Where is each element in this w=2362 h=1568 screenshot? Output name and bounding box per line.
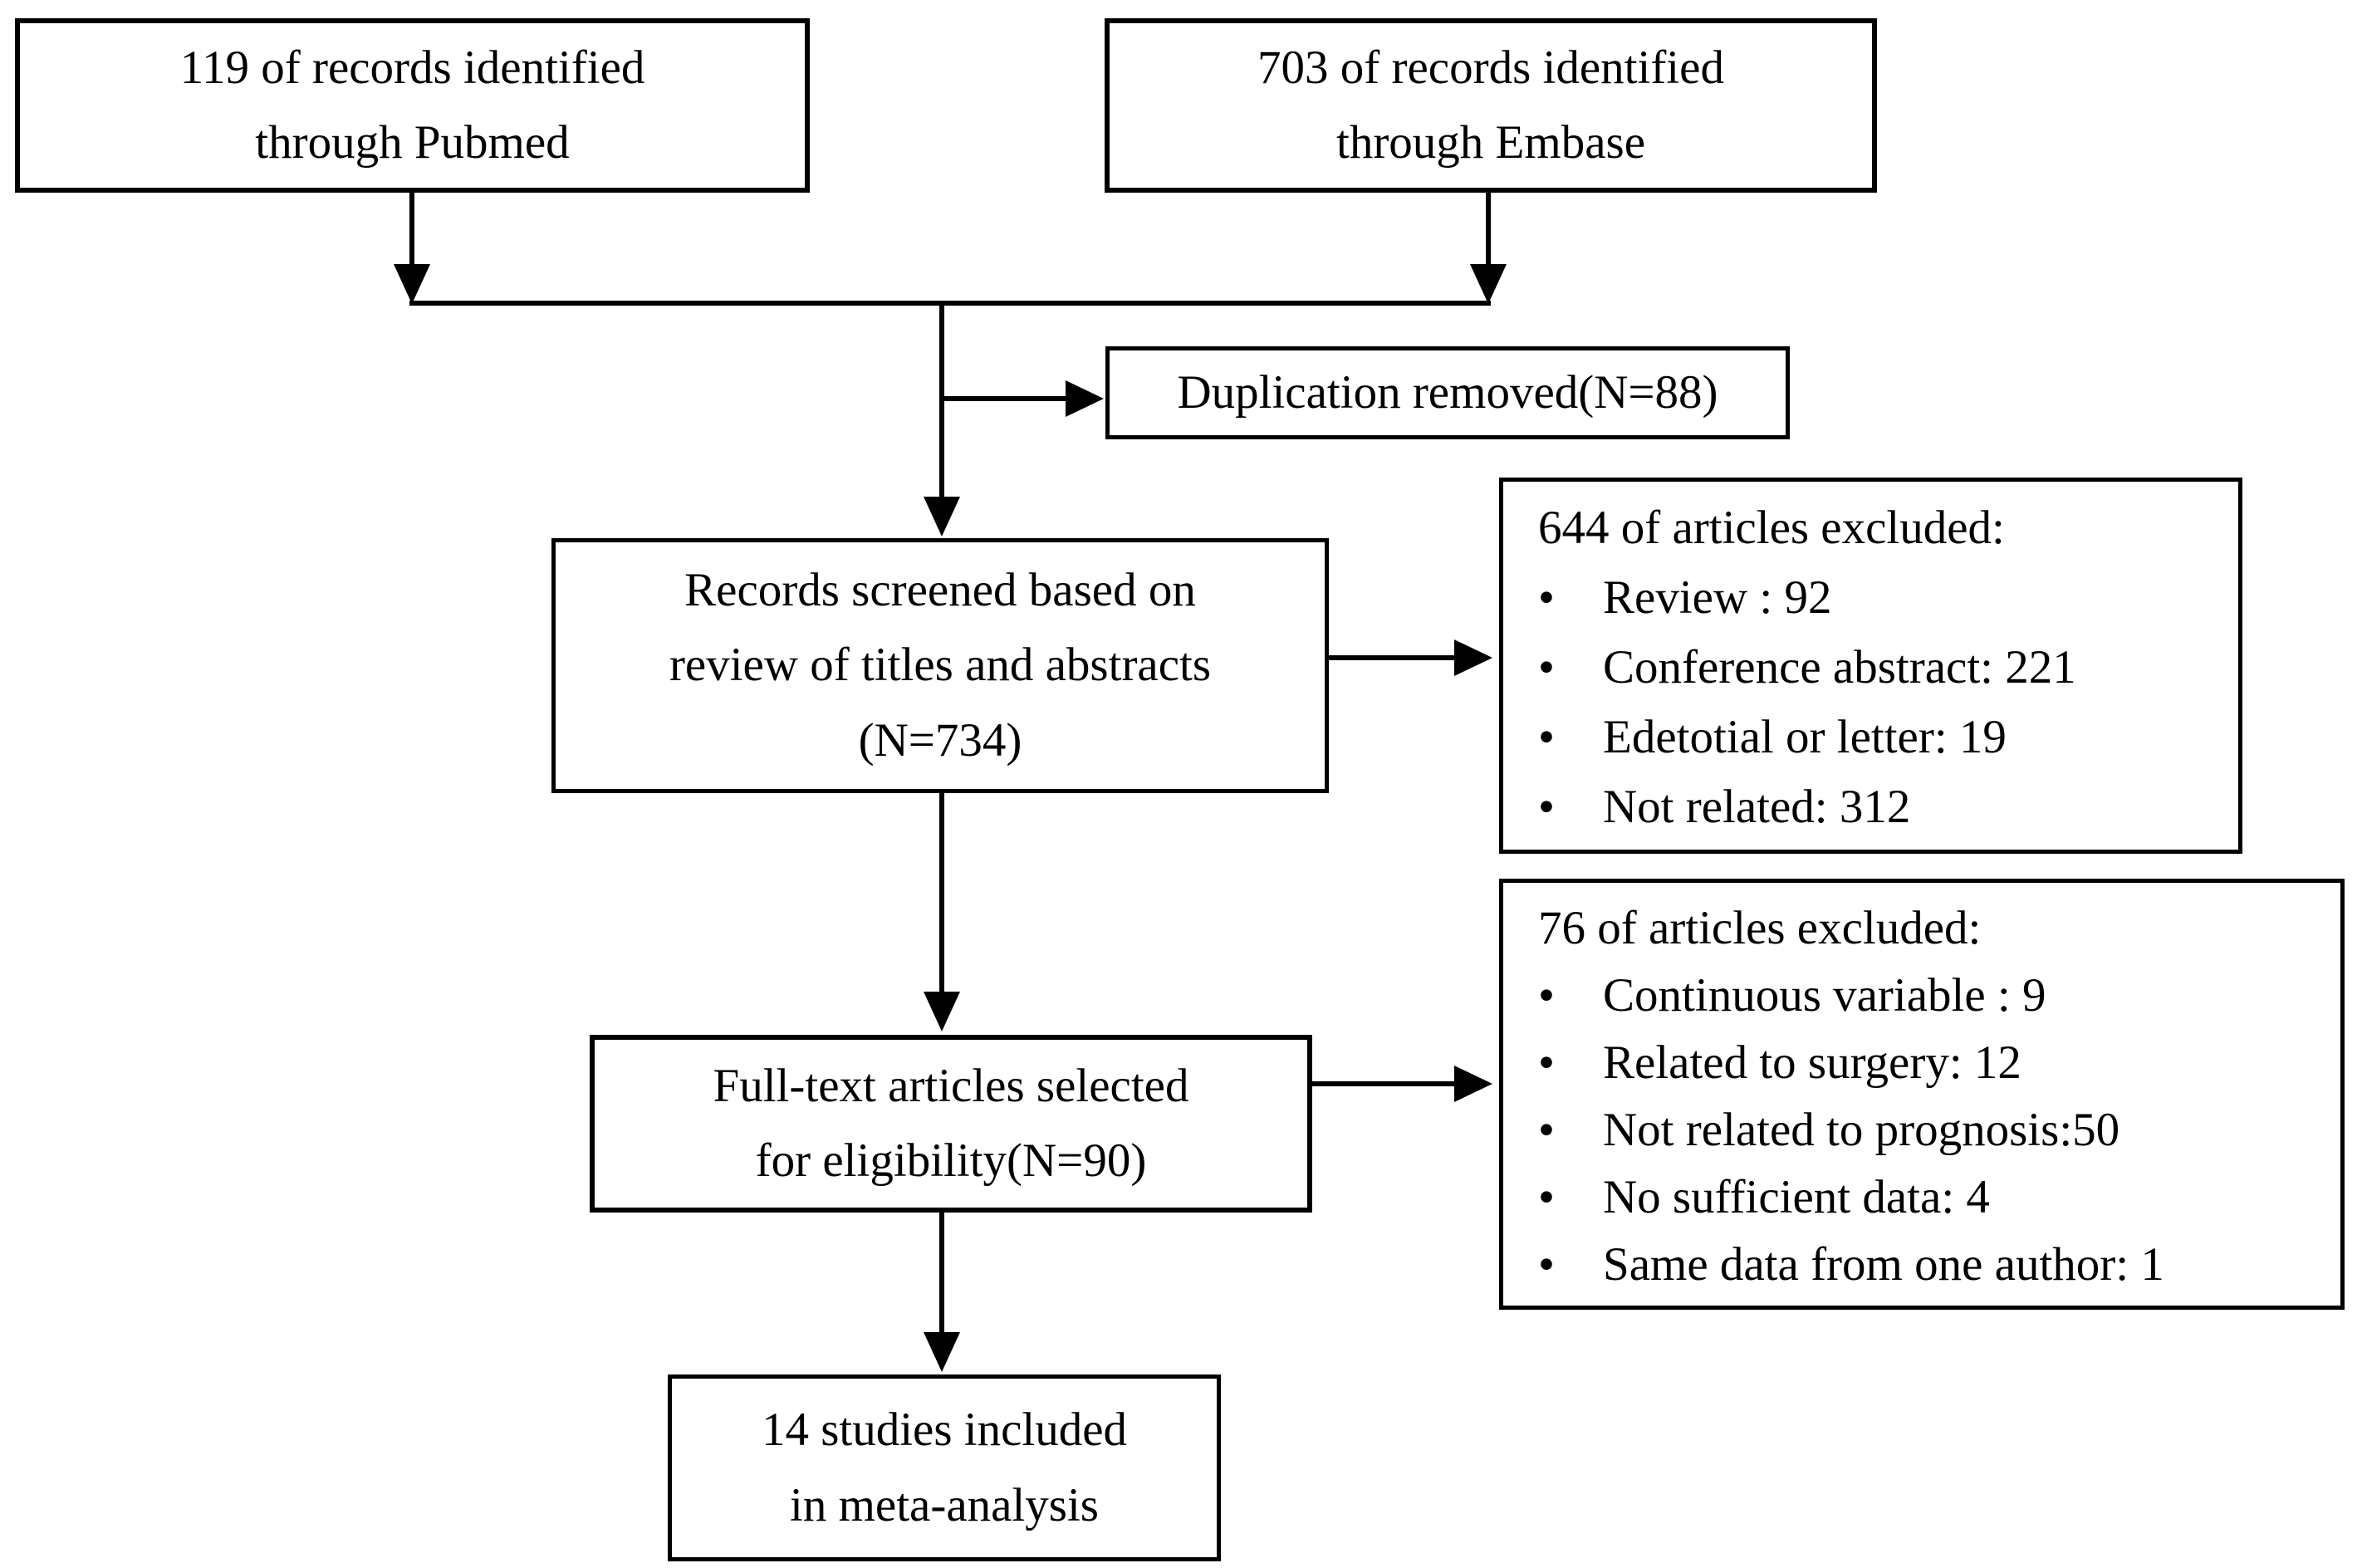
excluded-reason: Conference abstract: 221 <box>1603 641 2076 693</box>
arrowhead-merge-to-screened <box>924 497 960 537</box>
list-item: • Conference abstract: 221 <box>1538 633 2222 703</box>
arrowhead-screened-to-fulltext <box>924 992 960 1031</box>
excluded-reason: Edetotial or letter: 19 <box>1603 711 2007 763</box>
box-records-screened: Records screened based on review of titl… <box>551 538 1329 793</box>
duplication-box-text: Duplication removed(N=88) <box>1177 365 1718 419</box>
excluded-reason: Same data from one author: 1 <box>1603 1238 2164 1291</box>
bullet-icon: • <box>1538 969 1555 1022</box>
excluded644-title: 644 of articles excluded: <box>1538 502 2005 554</box>
arrowhead-pubmed-down <box>394 264 430 304</box>
excluded-reason: Continuous variable : 9 <box>1603 969 2046 1022</box>
list-item: • Continuous variable : 9 <box>1538 962 2324 1029</box>
list-item: • Related to surgery: 12 <box>1538 1029 2324 1096</box>
embase-box-text: 703 of records identified through Embase <box>1257 41 1724 169</box>
excluded76-reason-list: • Continuous variable : 9 • Related to s… <box>1538 962 2324 1298</box>
box-studies-included: 14 studies included in meta-analysis <box>668 1374 1221 1561</box>
arrowhead-fulltext-to-included <box>924 1332 960 1372</box>
box-fulltext-selected: Full-text articles selected for eligibil… <box>590 1035 1312 1213</box>
fulltext-box-text: Full-text articles selected for eligibil… <box>713 1059 1189 1187</box>
bullet-icon: • <box>1538 641 1555 693</box>
excluded-reason: No sufficient data: 4 <box>1603 1171 1990 1223</box>
bullet-icon: • <box>1538 1238 1555 1291</box>
bullet-icon: • <box>1538 1104 1555 1156</box>
list-item: • No sufficient data: 4 <box>1538 1164 2324 1231</box>
box-excluded-after-fulltext: 76 of articles excluded: • Continuous va… <box>1499 879 2345 1310</box>
arrowhead-screened-to-excluded <box>1454 639 1492 676</box>
box-duplication-removed: Duplication removed(N=88) <box>1105 346 1790 439</box>
box-excluded-after-screening: 644 of articles excluded: • Review : 92 … <box>1499 478 2242 854</box>
arrowhead-branch-duplication <box>1066 380 1104 417</box>
included-box-text: 14 studies included in meta-analysis <box>761 1404 1128 1531</box>
list-item: • Not related to prognosis:50 <box>1538 1096 2324 1164</box>
arrowhead-fulltext-to-excluded <box>1454 1066 1492 1102</box>
box-records-identified-embase: 703 of records identified through Embase <box>1105 18 1877 193</box>
pubmed-box-text: 119 of records identified through Pubmed <box>179 41 645 169</box>
bullet-icon: • <box>1538 711 1555 763</box>
list-item: • Review : 92 <box>1538 563 2222 633</box>
box-records-identified-pubmed: 119 of records identified through Pubmed <box>15 18 810 193</box>
arrowhead-embase-down <box>1470 264 1507 304</box>
bullet-icon: • <box>1538 571 1555 624</box>
list-item: • Same data from one author: 1 <box>1538 1231 2324 1298</box>
excluded-reason: Not related to prognosis:50 <box>1603 1104 2120 1156</box>
excluded-reason: Related to surgery: 12 <box>1603 1036 2021 1089</box>
screened-box-text: Records screened based on review of titl… <box>669 564 1212 767</box>
excluded76-title: 76 of articles excluded: <box>1538 902 1982 954</box>
excluded-reason: Review : 92 <box>1603 571 1832 624</box>
bullet-icon: • <box>1538 1036 1555 1089</box>
bullet-icon: • <box>1538 1171 1555 1223</box>
list-item: • Edetotial or letter: 19 <box>1538 703 2222 772</box>
bullet-icon: • <box>1538 781 1555 833</box>
list-item: • Not related: 312 <box>1538 772 2222 842</box>
excluded-reason: Not related: 312 <box>1603 781 1911 833</box>
excluded644-reason-list: • Review : 92 • Conference abstract: 221… <box>1538 563 2222 842</box>
